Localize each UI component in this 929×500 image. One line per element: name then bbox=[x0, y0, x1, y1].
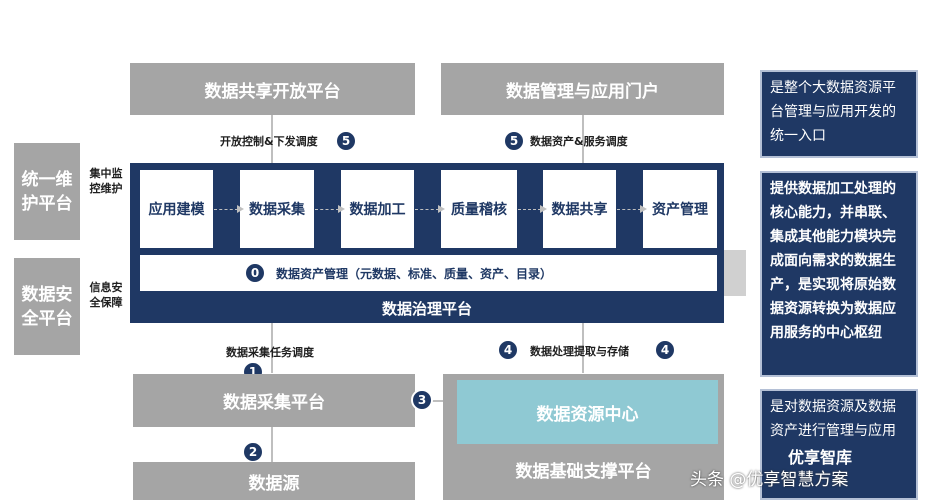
asset-management-text: 数据资产管理（元数据、标准、质量、资产、目录） bbox=[276, 267, 553, 281]
asset-service-label: 数据资产&服务调度 bbox=[530, 135, 628, 148]
badge-4-right: 4 bbox=[654, 339, 676, 361]
badge-5-right: 5 bbox=[503, 130, 525, 152]
step-app-modeling: 应用建模 bbox=[140, 170, 213, 248]
connector-bottom-left bbox=[271, 323, 273, 373]
portal-description: 是整个大数据资源平台管理与应用开发的统一入口 bbox=[760, 70, 918, 158]
badge-5-left: 5 bbox=[335, 130, 357, 152]
governance-description: 提供数据加工处理的核心能力，并串联、集成其他能力模块完成面向需求的数据生产，是实… bbox=[760, 171, 918, 377]
data-share-open-platform: 数据共享开放平台 bbox=[130, 63, 415, 115]
badge-0: 0 bbox=[244, 262, 266, 284]
governance-platform-title: 数据治理平台 bbox=[381, 299, 472, 318]
data-collection-platform: 数据采集平台 bbox=[133, 374, 415, 427]
step-data-collection: 数据采集 bbox=[240, 170, 314, 248]
step-asset-management: 资产管理 bbox=[643, 170, 717, 248]
chevron-stem bbox=[724, 250, 746, 296]
arrow-step-3-4 bbox=[415, 205, 445, 213]
step-data-sharing: 数据共享 bbox=[543, 170, 616, 248]
connector-top-right bbox=[582, 115, 584, 165]
step-quality-audit: 质量稽核 bbox=[441, 170, 517, 248]
data-security-platform: 数据安全平台 bbox=[14, 258, 80, 355]
badge-2: 2 bbox=[242, 441, 264, 463]
data-management-portal: 数据管理与应用门户 bbox=[441, 63, 724, 115]
collect-task-label: 数据采集任务调度 bbox=[226, 346, 314, 359]
step-data-processing: 数据加工 bbox=[341, 170, 414, 248]
asset-management-bar bbox=[140, 255, 717, 291]
connector-bottom-right bbox=[582, 323, 584, 373]
badge-4-left: 4 bbox=[497, 339, 519, 361]
arrow-step-5-6 bbox=[617, 205, 647, 213]
connector-source bbox=[271, 427, 273, 462]
process-store-label: 数据处理提取与存储 bbox=[530, 345, 629, 358]
arrow-step-4-5 bbox=[518, 205, 547, 213]
arrow-step-2-3 bbox=[315, 205, 345, 213]
badge-3: 3 bbox=[411, 389, 433, 411]
unified-maintenance-platform: 统一维护平台 bbox=[14, 143, 80, 240]
centralized-monitoring-label: 集中监控维护 bbox=[89, 167, 123, 195]
information-security-label: 信息安全保障 bbox=[89, 281, 123, 309]
governance-platform-panel bbox=[130, 163, 724, 323]
open-control-label: 开放控制&下发调度 bbox=[220, 135, 318, 148]
base-platform-description: 是对数据资源及数据资产进行管理与应用 bbox=[760, 389, 918, 500]
watermark-text: 头条 @优享智慧方案 bbox=[690, 470, 849, 490]
data-source: 数据源 bbox=[133, 462, 415, 500]
arrow-step-1-2 bbox=[214, 205, 244, 213]
connector-top-left bbox=[271, 115, 273, 165]
watermark-brand: 优享智库 bbox=[788, 448, 853, 467]
data-resource-center: 数据资源中心 bbox=[457, 380, 718, 444]
